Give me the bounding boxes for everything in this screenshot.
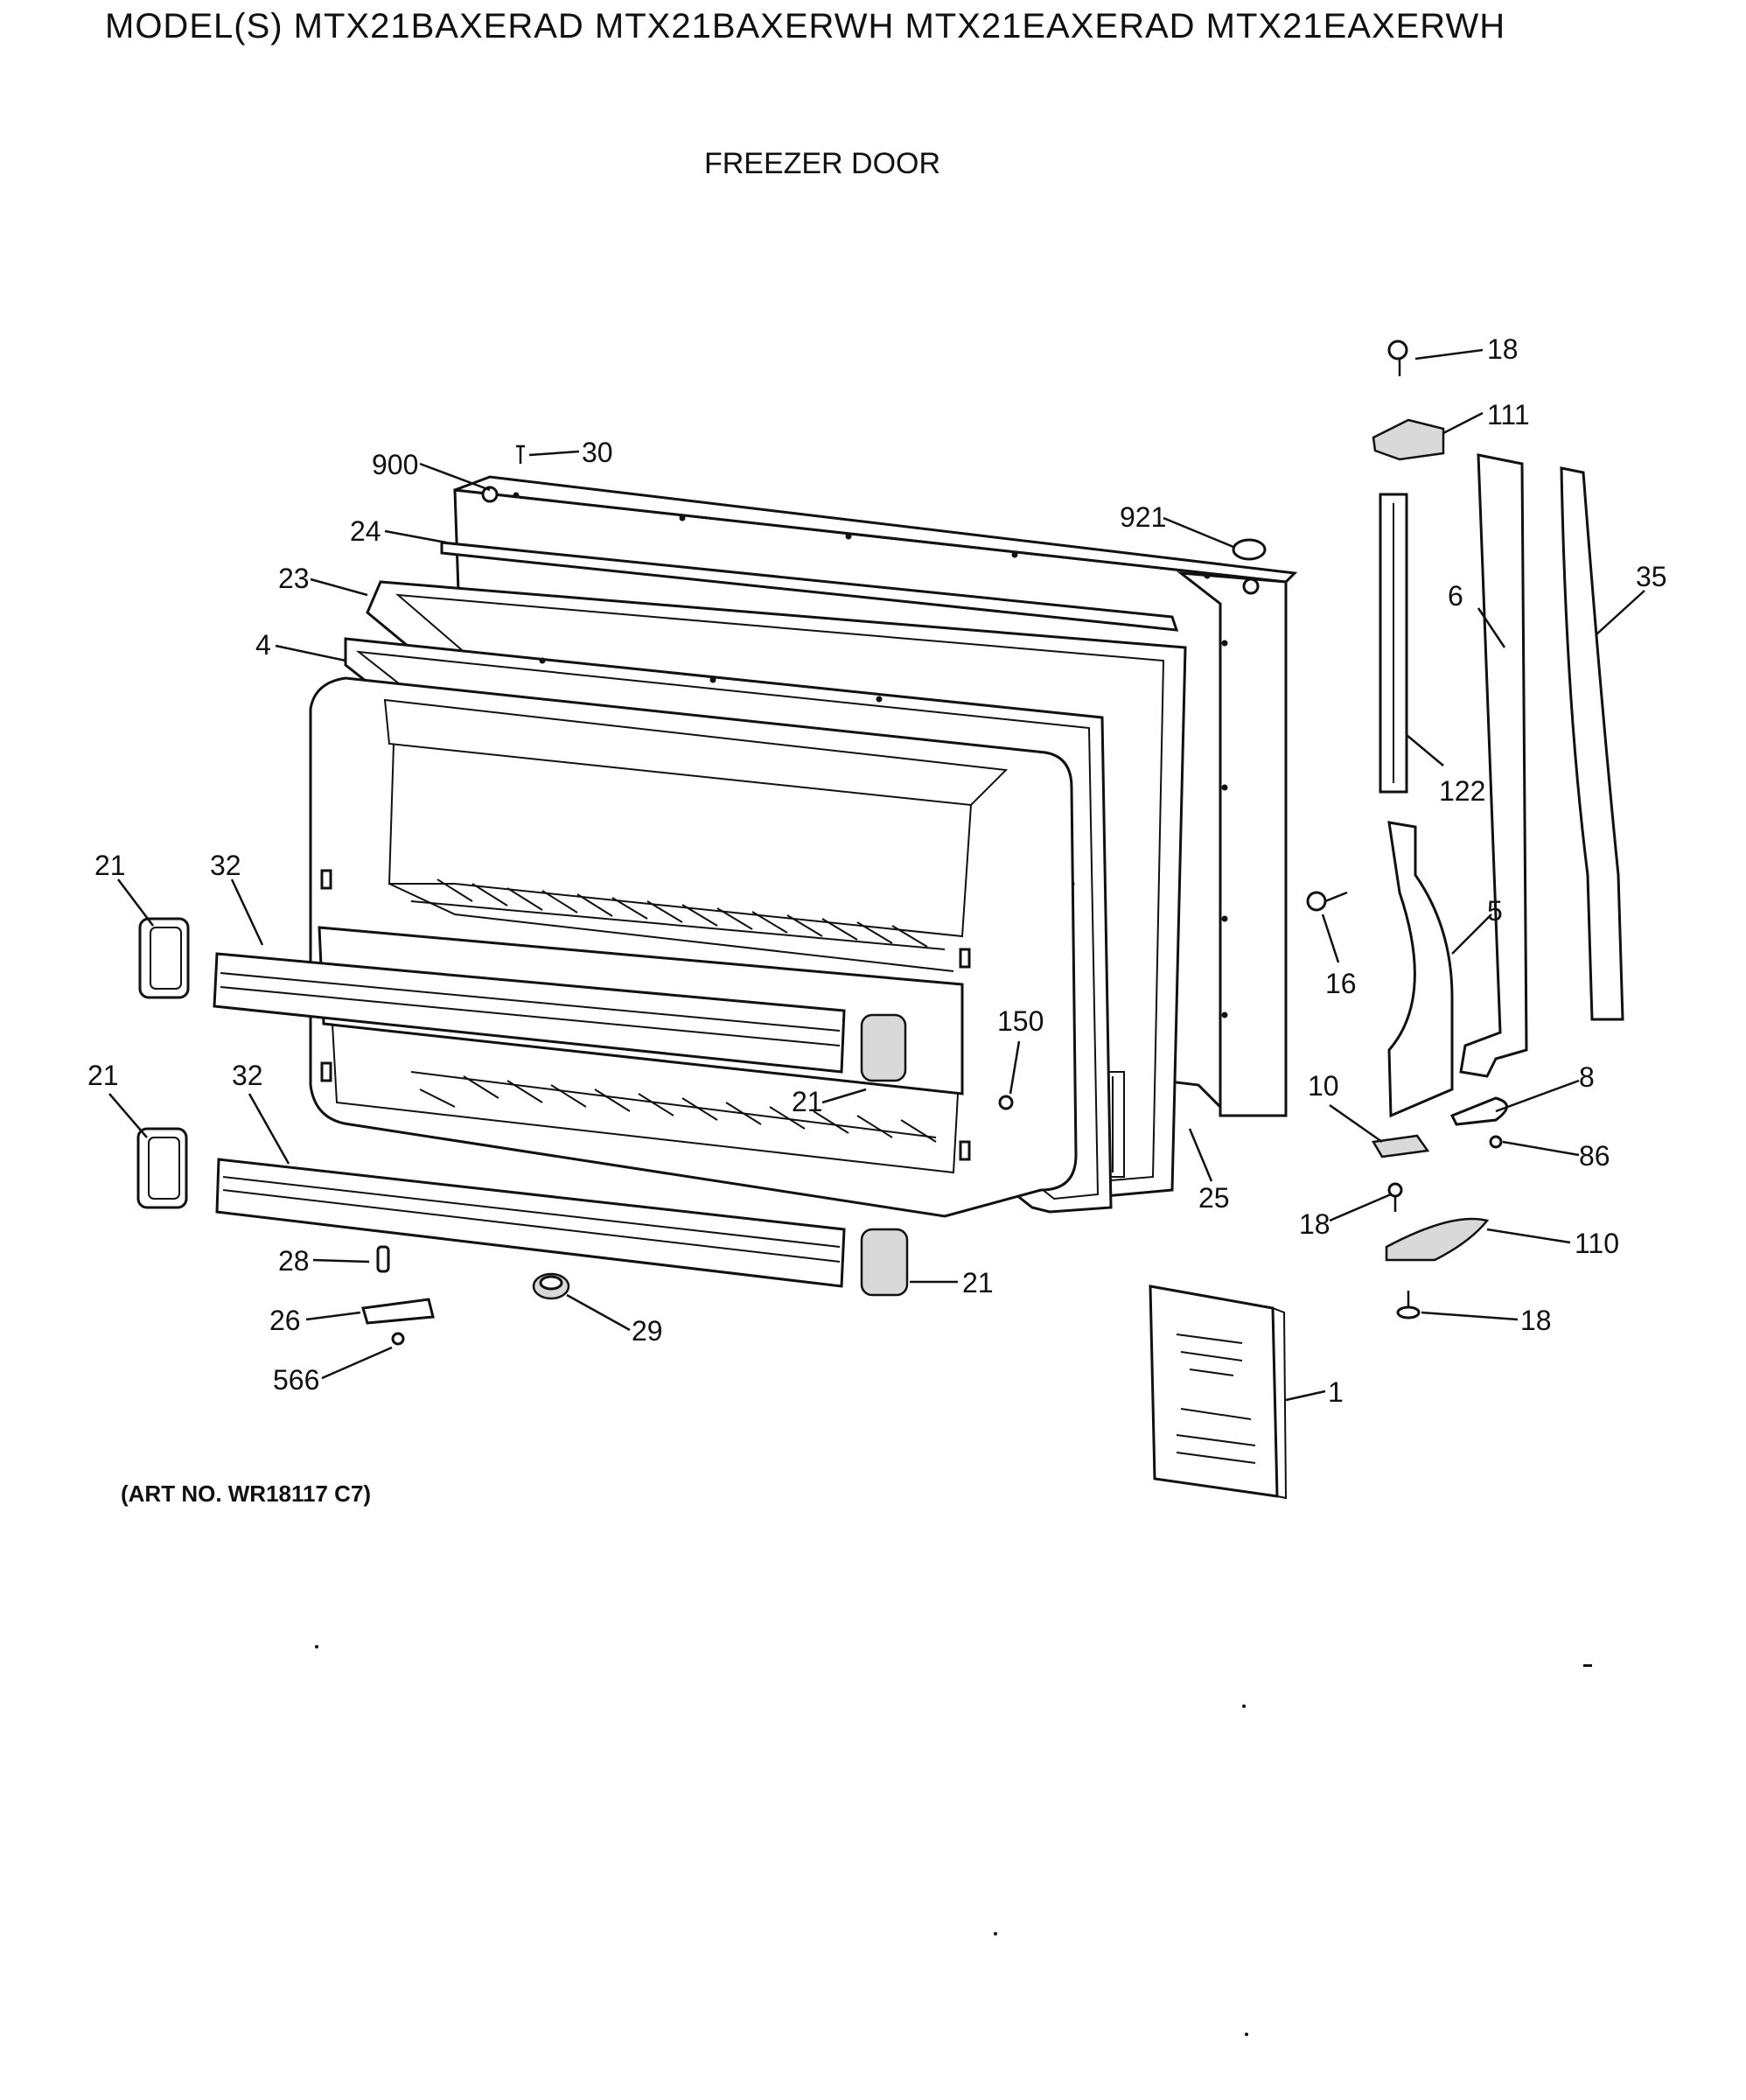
section-title: FREEZER DOOR xyxy=(703,147,941,180)
shelf-bar-upper xyxy=(213,952,846,1074)
callout-25: 25 xyxy=(1198,1182,1230,1214)
screw-150 xyxy=(998,1095,1014,1110)
callout-1: 1 xyxy=(1328,1376,1344,1408)
leader-lines xyxy=(108,348,1645,1402)
callout-29: 29 xyxy=(632,1315,663,1347)
bracket-26 xyxy=(361,1298,435,1325)
callout-24: 24 xyxy=(350,515,381,547)
screw-30 xyxy=(516,444,525,464)
shelf-bar-lower xyxy=(215,1158,846,1288)
art-number: (ART NO. WR18117 C7) xyxy=(121,1480,372,1507)
callout-32: 32 xyxy=(210,850,241,881)
callout-16: 16 xyxy=(1325,968,1357,999)
callout-18: 18 xyxy=(1487,333,1519,365)
callout-32: 32 xyxy=(232,1060,263,1091)
callout-5: 5 xyxy=(1487,895,1503,927)
scan-specks xyxy=(315,1645,1592,2036)
callout-8: 8 xyxy=(1579,1061,1595,1093)
callout-35: 35 xyxy=(1636,561,1667,592)
screw-18-bottom xyxy=(1396,1291,1421,1320)
screw-18-mid xyxy=(1387,1182,1403,1212)
end-cap-upper-left xyxy=(138,917,190,999)
callout-6: 6 xyxy=(1448,580,1463,612)
callout-921: 921 xyxy=(1120,501,1166,533)
callout-21: 21 xyxy=(792,1086,823,1117)
screw-16 xyxy=(1306,891,1348,912)
screw-28 xyxy=(376,1245,390,1273)
plug-921 xyxy=(1232,538,1267,561)
callout-21: 21 xyxy=(87,1060,119,1091)
callout-labels: 18 111 30 900 921 24 23 4 6 35 122 21 32… xyxy=(87,333,1667,1408)
callout-10: 10 xyxy=(1308,1070,1339,1102)
end-cap-lower-left xyxy=(136,1127,188,1209)
callout-26: 26 xyxy=(269,1305,301,1336)
callout-150: 150 xyxy=(997,1005,1044,1037)
callout-28: 28 xyxy=(278,1245,310,1277)
end-cap-upper-right xyxy=(860,1013,907,1082)
handle-35 xyxy=(1560,466,1624,1021)
hinge-110 xyxy=(1385,1217,1490,1262)
screw-86 xyxy=(1489,1135,1503,1149)
upper-shelf-ribs xyxy=(410,878,946,950)
callout-4: 4 xyxy=(255,629,271,661)
lower-shelf-ribs xyxy=(410,1071,937,1143)
manual-booklet xyxy=(1149,1284,1288,1500)
callout-110: 110 xyxy=(1575,1228,1619,1259)
callout-900: 900 xyxy=(372,449,418,480)
callout-122: 122 xyxy=(1439,775,1485,807)
handle-trim-6 xyxy=(1459,453,1528,1078)
inner-door-liner xyxy=(309,676,1078,1218)
page-title: MODEL(S) MTX21BAXERAD MTX21BAXERWH MTX21… xyxy=(105,7,1506,46)
callout-30: 30 xyxy=(582,437,613,468)
gasket-24 xyxy=(440,541,1179,632)
callout-18: 18 xyxy=(1299,1208,1330,1240)
callout-21: 21 xyxy=(94,850,126,881)
callout-111: 111 xyxy=(1487,399,1530,430)
handle-5 xyxy=(1387,821,1454,1118)
cap-29 xyxy=(532,1272,570,1300)
screw-566 xyxy=(391,1332,405,1346)
end-cap-lower-right xyxy=(860,1228,909,1297)
callout-86: 86 xyxy=(1579,1140,1610,1172)
callout-21: 21 xyxy=(962,1267,994,1298)
callout-18: 18 xyxy=(1520,1305,1552,1336)
clip-10 xyxy=(1371,1134,1430,1158)
strip-122 xyxy=(1379,493,1408,794)
callout-566: 566 xyxy=(273,1364,319,1396)
screw-18-top xyxy=(1387,340,1408,376)
callout-23: 23 xyxy=(278,563,310,594)
hinge-cover-111 xyxy=(1372,418,1445,461)
